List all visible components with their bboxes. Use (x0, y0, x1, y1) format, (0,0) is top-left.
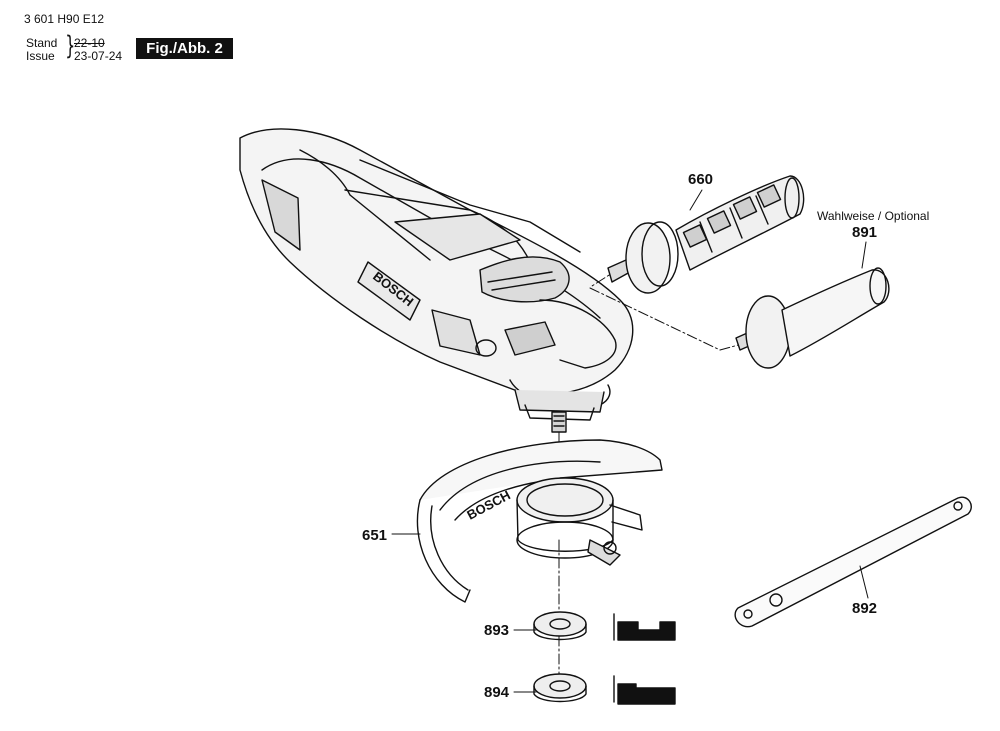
wheel-guard-651: BOSCH (416, 439, 663, 603)
clamping-nut-894 (533, 673, 676, 705)
part-label-891: 891 (852, 224, 878, 241)
issue-value: 23-07-24 (74, 49, 123, 63)
stand-label: Stand (26, 36, 58, 50)
guard-brand-text: BOSCH (464, 487, 512, 522)
part-label-660: 660 (688, 171, 714, 188)
part-label-894: 894 (484, 684, 510, 701)
part-label-893: 893 (484, 622, 510, 639)
stand-value: 22-10 (74, 36, 105, 50)
part-label-651: 651 (362, 527, 388, 544)
optional-note: Wahlweise / Optional (817, 209, 930, 223)
issue-label: Issue (26, 49, 55, 63)
angle-grinder-body: BOSCH (239, 128, 634, 433)
figure-label: Fig./Abb. 2 (136, 38, 233, 59)
side-handle-660 (607, 175, 805, 294)
side-handle-891 (735, 267, 890, 369)
mounting-flange-893 (533, 611, 676, 641)
part-label-892: 892 (852, 600, 878, 617)
brace-glyph: } (65, 31, 76, 61)
label-leader-lines (391, 189, 869, 693)
document-number: 3 601 H90 E12 (24, 12, 105, 26)
two-pin-spanner-892 (734, 496, 972, 628)
